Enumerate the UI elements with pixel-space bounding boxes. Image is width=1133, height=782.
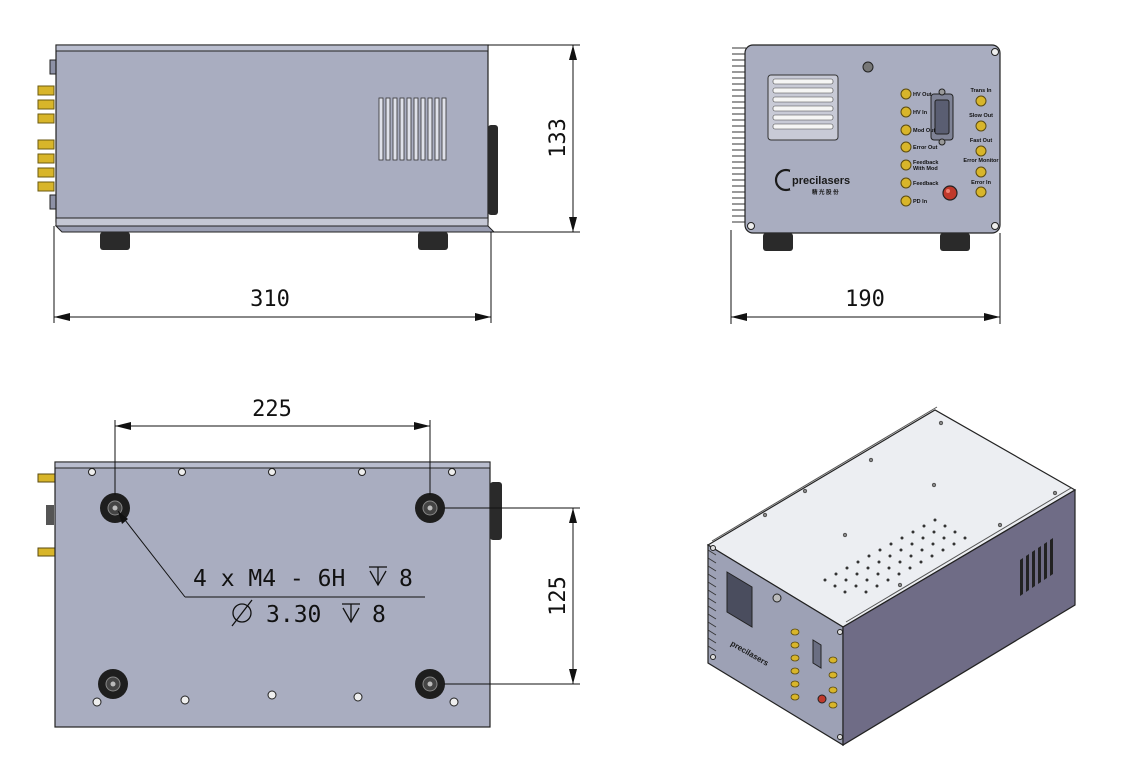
dim-190: 190 (730, 230, 1001, 324)
bottom-screws (88, 468, 459, 707)
label-feedback-with-mod-2: With Mod (913, 166, 938, 172)
front-foot-left (763, 233, 793, 251)
front-vent (767, 74, 839, 141)
red-led-icon (942, 185, 958, 201)
front-foot-right (940, 233, 970, 251)
iso-side-vent (1020, 538, 1053, 596)
depth-symbol-icon-2 (342, 603, 360, 624)
label-error-out: Error Out (913, 145, 938, 151)
label-fast-out: Fast Out (970, 138, 992, 144)
label-error-monitor: Error Monitor (963, 158, 999, 164)
label-feedback-with-mod-1: Feedback (913, 160, 939, 166)
front-heatsink (732, 47, 746, 223)
label-hv-out: HV Out (913, 92, 932, 98)
callout-line1: 4 x M4 - 6H (193, 566, 345, 592)
dim-225: 225 (114, 397, 431, 495)
db9-connector (930, 88, 954, 146)
dim-310: 310 (53, 226, 492, 323)
isometric-view: precilasers (706, 406, 1077, 747)
label-hv-in: HV In (913, 110, 928, 116)
svg-text:precilasers: precilasers (792, 175, 850, 187)
diameter-symbol-icon (231, 599, 253, 627)
side-left-connectors (37, 59, 58, 210)
side-view (37, 44, 498, 250)
dim-225-text: 225 (252, 397, 292, 422)
label-pd-in: PD In (913, 199, 928, 205)
label-slow-out: Slow Out (969, 113, 993, 119)
side-vent (378, 97, 447, 161)
dim-310-text: 310 (250, 287, 290, 312)
iso-top-vent (823, 518, 967, 594)
hole-callout: 4 x M4 - 6H 8 3.30 8 (193, 566, 413, 628)
front-connectors-left (900, 88, 912, 207)
bottom-view: 4 x M4 - 6H 8 3.30 8 (37, 461, 502, 728)
label-feedback: Feedback (913, 181, 939, 187)
callout-line1-depth: 8 (399, 566, 413, 592)
front-connectors-right (975, 95, 987, 198)
dim-133-text: 133 (546, 118, 571, 158)
callout-line2-depth: 8 (372, 602, 386, 628)
company-logo: precilasers 精 光 股 份 (774, 168, 850, 196)
side-foot-right (418, 232, 448, 250)
dim-133: 133 (488, 44, 580, 233)
depth-symbol-icon (369, 566, 387, 587)
callout-line2: 3.30 (266, 602, 321, 628)
front-view: HV Out HV In Mod Out Error Out Feedback … (732, 44, 1001, 251)
side-foot-left (100, 232, 130, 250)
dim-190-text: 190 (845, 287, 885, 312)
svg-text:精 光 股 份: 精 光 股 份 (812, 188, 839, 196)
label-error-in: Error In (971, 180, 992, 186)
dim-125: 125 (444, 507, 580, 685)
dim-125-text: 125 (546, 576, 571, 616)
label-trans-in: Trans In (970, 88, 992, 94)
label-mod-out: Mod Out (913, 128, 935, 134)
